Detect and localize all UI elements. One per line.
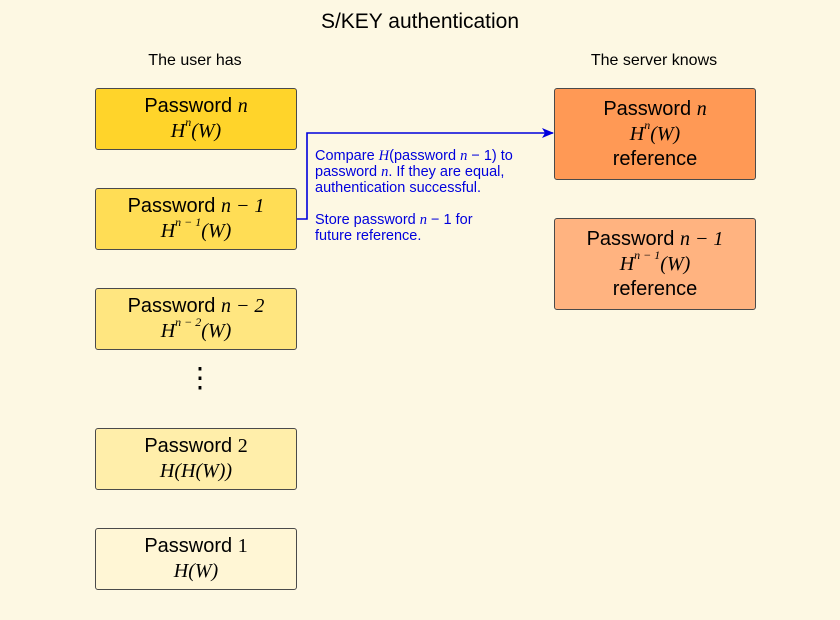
user-box-password-n-2: Password n − 2 Hn − 2(W) [95, 288, 297, 350]
box-reference-label: reference [612, 277, 698, 300]
box-hash: Hn(W) [170, 115, 222, 142]
box-index: n [696, 97, 707, 120]
diagram-title: S/KEY authentication [320, 10, 520, 33]
box-hash: Hn − 1(W) [160, 215, 232, 242]
box-hash: H(W) [173, 560, 219, 582]
box-hash: Hn − 1(W) [619, 247, 691, 275]
server-column-heading: The server knows [590, 52, 718, 69]
box-reference-label: reference [612, 147, 698, 170]
box-hash: Hn(W) [629, 117, 681, 145]
user-box-password-n-1: Password n − 1 Hn − 1(W) [95, 188, 297, 250]
box-label: Password [127, 295, 216, 317]
box-label: Password [144, 535, 233, 557]
box-hash: H(H(W)) [159, 460, 233, 482]
box-label: Password [144, 435, 233, 457]
box-index: n − 2 [220, 295, 265, 317]
user-column-heading: The user has [148, 52, 242, 69]
user-box-password-1: Password 1 H(W) [95, 528, 297, 590]
store-note: Store password n − 1 for future referenc… [315, 212, 473, 244]
box-label: Password [144, 95, 233, 117]
box-label: Password [127, 195, 216, 217]
box-index: 1 [237, 535, 248, 557]
box-index: n − 1 [679, 227, 724, 250]
box-index: n [237, 95, 248, 117]
box-hash: Hn − 2(W) [160, 315, 232, 342]
box-label: Password [603, 97, 692, 120]
user-box-password-2: Password 2 H(H(W)) [95, 428, 297, 490]
server-box-password-n: Password n Hn(W) reference [554, 88, 756, 180]
server-box-password-n-1: Password n − 1 Hn − 1(W) reference [554, 218, 756, 310]
box-index: 2 [237, 435, 248, 457]
arrow-to-server [296, 128, 554, 220]
box-index: n − 1 [220, 195, 265, 217]
user-box-password-n: Password n Hn(W) [95, 88, 297, 150]
vertical-ellipsis: ⋮ [186, 362, 214, 393]
box-label: Password [586, 227, 675, 250]
compare-note: Compare H(password n − 1) to password n.… [315, 148, 513, 196]
